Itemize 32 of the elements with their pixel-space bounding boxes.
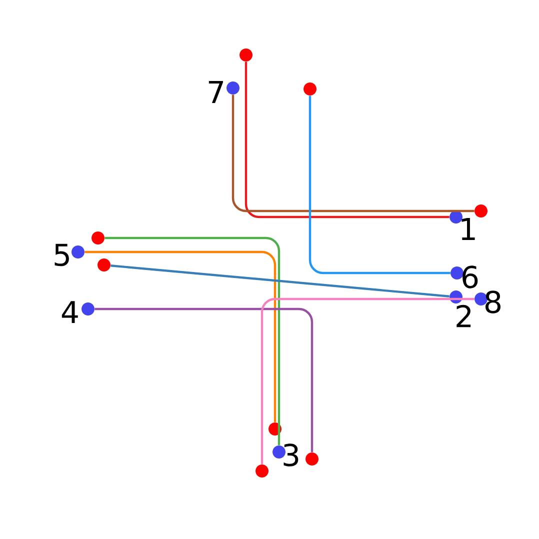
node-label: 8 bbox=[486, 290, 500, 314]
dot bbox=[256, 464, 268, 478]
node-label: 4 bbox=[62, 301, 78, 323]
dot bbox=[450, 266, 464, 280]
connector bbox=[260, 298, 474, 464]
dot bbox=[304, 82, 316, 96]
node-label: 5 bbox=[54, 244, 69, 266]
dot bbox=[98, 258, 110, 272]
dot bbox=[268, 422, 282, 436]
node-label: 6 bbox=[462, 266, 478, 288]
node-label: 3 bbox=[284, 444, 298, 466]
dot bbox=[92, 232, 104, 244]
dot bbox=[450, 210, 462, 224]
dot bbox=[450, 290, 462, 304]
dot bbox=[474, 292, 488, 306]
connector bbox=[110, 264, 450, 298]
connector bbox=[104, 236, 280, 446]
dot bbox=[240, 48, 252, 62]
dot bbox=[474, 204, 488, 218]
dot bbox=[272, 446, 286, 458]
dot bbox=[306, 452, 318, 466]
node-label: 1 bbox=[462, 218, 475, 240]
dot bbox=[226, 82, 240, 94]
node-label: 2 bbox=[456, 304, 471, 328]
connector bbox=[308, 96, 450, 274]
dot bbox=[82, 302, 94, 316]
dot bbox=[72, 246, 84, 258]
connector bbox=[84, 250, 276, 422]
connector bbox=[94, 308, 314, 452]
connector bbox=[244, 62, 450, 218]
connector bbox=[232, 94, 474, 212]
node-label: 7 bbox=[208, 81, 223, 103]
